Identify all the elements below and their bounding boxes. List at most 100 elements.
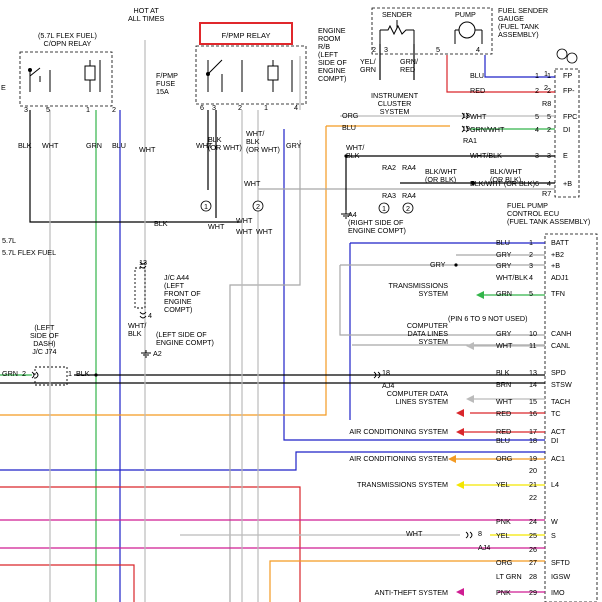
engine-57-label: 5.7L	[2, 236, 16, 245]
conn-wire-label: WHT	[496, 341, 513, 350]
circle-2-label: 2	[256, 202, 260, 211]
splice-points	[94, 154, 475, 377]
conn-pin: 10	[529, 329, 537, 338]
fpmp-relay-label: F/PMP RELAY	[221, 31, 271, 40]
wire-label-blk-horiz: BLK	[154, 219, 168, 228]
ecu-pin: 4	[535, 125, 539, 134]
conn-wire-label: RED	[496, 427, 512, 436]
conn-pin: 1	[529, 238, 533, 247]
relay-pin: 4	[294, 103, 298, 112]
wire-label-grn-v1: GRN	[86, 141, 102, 150]
conn-pin: 11	[529, 341, 537, 350]
conn-terminal: W	[551, 517, 558, 526]
conn-wire-label: YEL	[496, 531, 510, 540]
wire-org-sftd	[269, 560, 545, 602]
wire-label-wht-v1: WHT	[42, 141, 59, 150]
circle-1-label: 1	[204, 202, 208, 211]
wire-blk-main	[29, 110, 240, 223]
ecu-wire-label: WHT/BLK	[470, 151, 502, 160]
ecu-pin-right: 3	[547, 151, 551, 160]
conn-terminal: CANH	[551, 329, 572, 338]
conn-terminal: IMO	[551, 588, 565, 597]
connector-marks	[31, 112, 473, 539]
conn-dest-system: COMPUTER DATA LINES SYSTEM	[406, 321, 448, 346]
conn-4-label: 4	[148, 311, 152, 320]
conn-terminal: +B	[551, 261, 560, 270]
conn-pin: 20	[529, 466, 537, 475]
circle-1b-label: 1	[382, 204, 386, 213]
ecu-pin-right: 5	[547, 112, 551, 121]
aj4a-label: AJ4	[382, 381, 395, 390]
conn-terminal: DI	[551, 436, 559, 445]
conn-pin: 16	[529, 409, 537, 418]
ecu-pin: 6	[535, 179, 539, 188]
ecu-pin: 2	[535, 86, 539, 95]
ecu-terminal: FPC	[563, 112, 578, 121]
conn-dest-system: COMPUTER DATA LINES SYSTEM	[386, 389, 448, 406]
wire-blu-di	[283, 129, 545, 441]
wire-label-org: ORG	[342, 111, 359, 120]
fpmp-fuse-label: F/PMP FUSE 15A	[156, 71, 178, 96]
relay-pin: 2	[238, 103, 242, 112]
conn-pin: 4	[529, 273, 533, 282]
conn-dest-system: AIR CONDITIONING SYSTEM	[349, 454, 448, 463]
ecu-connector-box	[544, 233, 598, 602]
copn-relay-box	[19, 51, 113, 107]
wire-label-wht-h1: WHT	[236, 216, 253, 225]
conn-terminal: SPD	[551, 368, 566, 377]
relay-pin: 1	[86, 105, 90, 114]
conn-wire-label: ORG	[496, 454, 513, 463]
conn-pin: 26	[529, 545, 537, 554]
ground-a2-note: (LEFT SIDE OF ENGINE COMPT)	[156, 330, 214, 347]
ra4a-label: RA4	[402, 163, 416, 172]
conn-wire-label: BLU	[496, 238, 510, 247]
ecu-terminal: E	[563, 151, 568, 160]
conn-terminal: AC1	[551, 454, 565, 463]
pump-label: PUMP	[455, 10, 476, 19]
ground-symbols	[141, 210, 351, 358]
wire-label-wht-v5: WHT	[208, 222, 225, 231]
conn-pin: 25	[529, 531, 537, 540]
wire-label-grn-red: GRN/ RED	[400, 57, 418, 74]
conn-terminal: SFTD	[551, 558, 570, 567]
grn-2-label: GRN 2	[2, 369, 26, 378]
circle-2b-label: 2	[406, 204, 410, 213]
ecu-terminal: FP-	[563, 86, 575, 95]
conn-pin: 19	[529, 454, 537, 463]
conn-terminal: +B2	[551, 250, 564, 259]
ecu-terminal: +B	[563, 179, 572, 188]
conn-wire-label: BRN	[496, 380, 512, 389]
wire-blk-ra	[345, 155, 555, 210]
conn-wire-label: GRN	[496, 289, 512, 298]
conn-pin: 22	[529, 493, 537, 502]
conn-terminal: TC	[551, 409, 561, 418]
conn-wire-label: ORG	[496, 558, 513, 567]
instrument-cluster-label: INSTRUMENT CLUSTER SYSTEM	[371, 91, 419, 116]
wire-label-gry-left: GRY	[430, 260, 446, 269]
wire-label-wht-blk: WHT/ BLK	[346, 143, 365, 160]
conn-wire-label: YEL	[496, 480, 510, 489]
conn-pin: 17	[529, 427, 537, 436]
conn-pin: 27	[529, 558, 537, 567]
ecu-terminal: DI	[563, 125, 571, 134]
wire-blk-fpmp	[207, 110, 217, 218]
conn-wire-label: WHT	[496, 397, 513, 406]
conn-pin: 13	[529, 368, 537, 377]
wire-label-blk-wht-r: BLK/WHT (OR BLK)	[490, 167, 522, 184]
fuel-pump-ecu-label: FUEL PUMP CONTROL ECU (FUEL TANK ASSEMBL…	[507, 201, 591, 226]
conn-terminal: ADJ1	[551, 273, 569, 282]
conn-pin: 24	[529, 517, 537, 526]
ra1-label: RA1	[463, 136, 477, 145]
conn-wire-label: PNK	[496, 588, 511, 597]
wire-blu-top	[484, 55, 555, 78]
wire-gry-canh	[339, 265, 545, 336]
wire-label-wht-h2: WHT	[236, 227, 253, 236]
conn-terminal: CANL	[551, 341, 571, 350]
conn-dest-system: ANTI-THEFT SYSTEM	[374, 588, 448, 597]
ecu-wire-label: RED	[470, 86, 486, 95]
conn-pin: 28	[529, 572, 537, 581]
wire-label-gry-vert: GRY	[286, 141, 302, 150]
arrowheads	[448, 291, 484, 596]
wire-label-wht-v3: WHT	[196, 141, 213, 150]
